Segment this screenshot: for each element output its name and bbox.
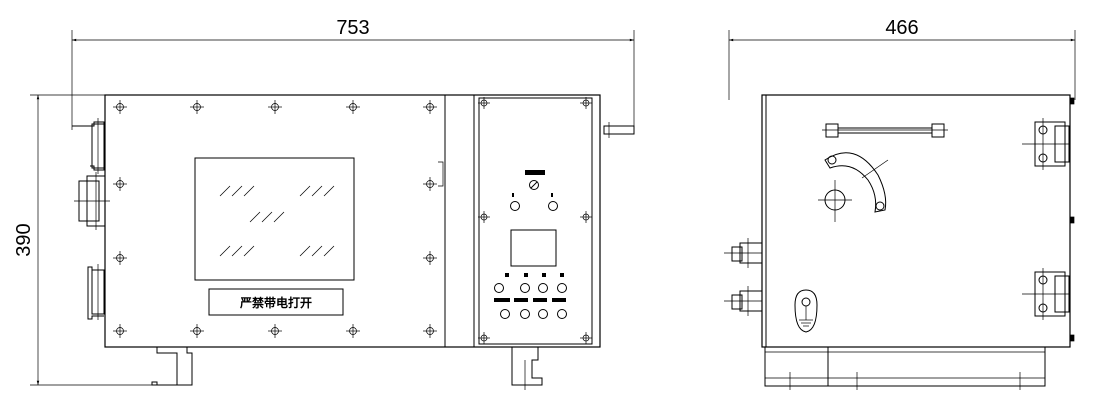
warning-nameplate: 严禁带电打开 xyxy=(208,288,344,316)
display-window xyxy=(510,229,557,267)
nameplate-text: 严禁带电打开 xyxy=(239,295,312,310)
ground-terminal xyxy=(794,289,818,333)
dimension-depth: 466 xyxy=(728,17,1076,100)
side-hinges xyxy=(1022,118,1070,320)
dimension-height: 390 xyxy=(13,94,160,386)
side-view: 466 xyxy=(724,17,1076,390)
viewing-window xyxy=(194,157,355,281)
control-panel xyxy=(478,97,593,345)
dimension-width-label: 753 xyxy=(336,17,369,39)
right-pin xyxy=(603,122,635,138)
dimension-height-label: 390 xyxy=(13,223,35,256)
front-feet xyxy=(151,347,543,390)
cover-bolts xyxy=(113,100,437,338)
side-base xyxy=(764,346,1046,390)
front-view: 753 390 xyxy=(13,17,635,390)
side-glands xyxy=(724,238,763,316)
handle-bar xyxy=(822,123,948,138)
side-edge-pins xyxy=(1069,97,1075,342)
dimension-width: 753 xyxy=(71,17,635,130)
lock-lever xyxy=(818,152,889,222)
button-right xyxy=(548,201,558,211)
button-left xyxy=(510,201,520,211)
indicator-bar xyxy=(525,170,545,175)
left-cable-glands xyxy=(72,118,110,320)
dimension-depth-label: 466 xyxy=(885,17,918,39)
selector-knob xyxy=(529,180,539,190)
